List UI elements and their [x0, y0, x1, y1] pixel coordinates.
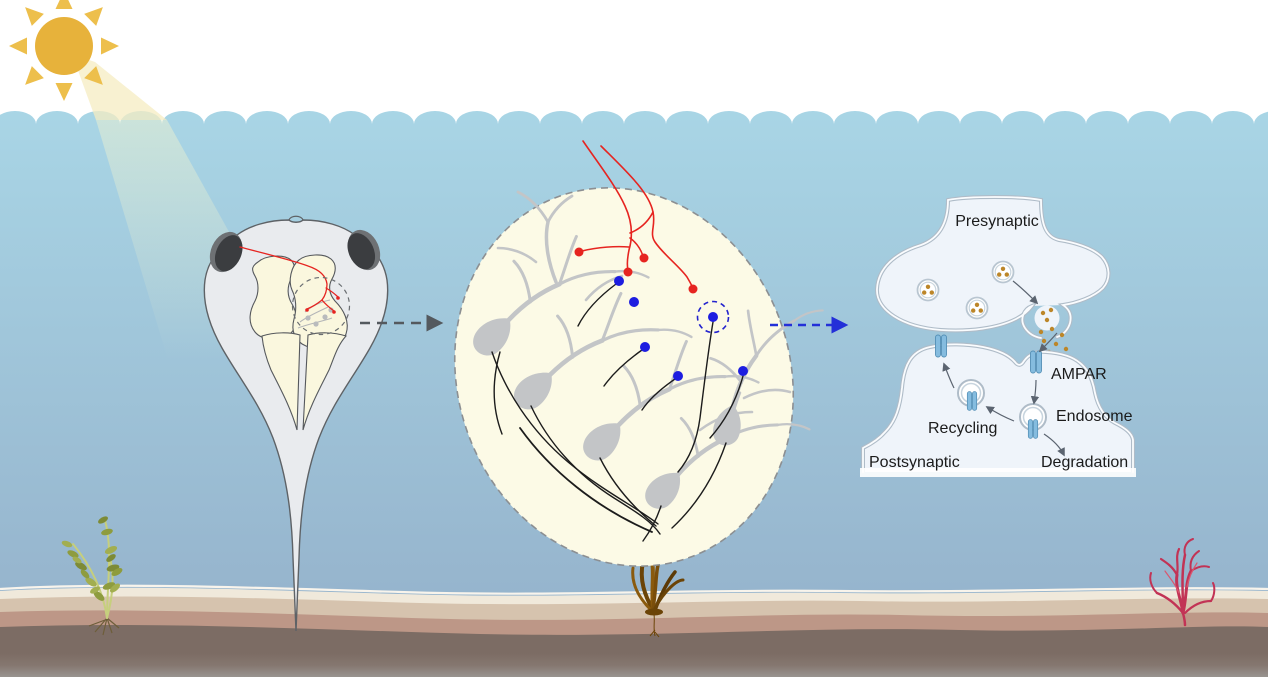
tectum-zoom-panel: [402, 140, 845, 567]
label-degradation: Degradation: [1041, 454, 1128, 471]
synapse-highlight-circle: [696, 300, 730, 334]
tadpole-eye-left: [209, 231, 243, 273]
label-endosome: Endosome: [1056, 408, 1133, 425]
synaptic-vesicle: [991, 260, 1015, 284]
tectal-axons: [491, 283, 744, 542]
label-recycling: Recycling: [928, 420, 997, 437]
label-presynaptic: Presynaptic: [955, 213, 1039, 230]
synaptic-vesicle: [965, 296, 989, 320]
sun-icon: [9, 0, 119, 101]
red-algae-icon: [1149, 538, 1216, 627]
tadpole-eye-right: [347, 229, 381, 271]
sky-and-wave-surface: [0, 0, 1268, 124]
synaptic-vesicle: [916, 278, 940, 302]
tadpole: [203, 215, 389, 632]
sorting-endosome: [1019, 403, 1047, 439]
label-ampar: AMPAR: [1051, 366, 1107, 383]
retinotectal-axon: [239, 246, 339, 312]
fusing-vesicle-cargo: [1040, 307, 1054, 323]
seaweed-leaves: [61, 516, 123, 601]
presynaptic-terminal-dots: [574, 247, 698, 294]
tectum-highlight-circle: [291, 276, 351, 336]
seabed: [0, 584, 1268, 677]
trafficking-arrows: [942, 280, 1065, 457]
retinal-axon-arbor: [581, 140, 694, 289]
label-postsynaptic: Postsynaptic: [869, 454, 960, 471]
presynaptic-terminal: Presynaptic: [874, 195, 1111, 355]
postsynaptic-cell: AMPAR Endosome Recycling Postsynaptic De…: [860, 334, 1136, 477]
green-seaweed-icon: [61, 516, 123, 636]
synapse-zoom-panel: Presynaptic AMPAR Endosome Recycling: [860, 195, 1136, 477]
postsynaptic-site-dots: [614, 276, 748, 381]
recycling-endosome: [957, 379, 985, 411]
